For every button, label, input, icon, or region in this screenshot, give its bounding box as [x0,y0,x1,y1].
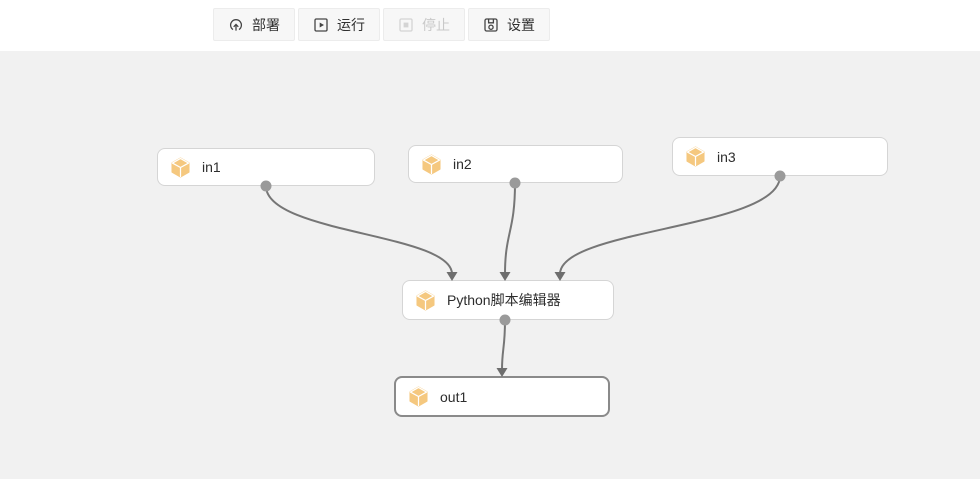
node-in2[interactable]: in2 [408,145,623,183]
stop-square-icon [398,17,414,33]
toolbar-button-group: 部署 运行 停止 [213,8,550,41]
stop-button-label: 停止 [422,16,450,33]
deploy-button[interactable]: 部署 [213,8,295,41]
run-button-label: 运行 [337,16,365,33]
package-cube-icon [422,154,441,175]
package-cube-icon [409,386,428,407]
node-out1[interactable]: out1 [394,376,610,417]
node-label: out1 [440,388,468,405]
settings-button-label: 设置 [507,16,535,33]
toolbar: 部署 运行 停止 [0,0,980,51]
node-label: in3 [717,148,736,165]
node-python-script-editor[interactable]: Python脚本编辑器 [402,280,614,320]
package-cube-icon [416,290,435,311]
node-label: in1 [202,159,221,175]
cloud-upload-icon [228,17,244,33]
node-in1[interactable]: in1 [157,148,375,186]
node-label: Python脚本编辑器 [447,292,561,308]
settings-button[interactable]: 设置 [468,8,550,41]
node-label: in2 [453,156,472,172]
package-cube-icon [171,157,190,178]
package-cube-icon [686,146,705,167]
play-square-icon [313,17,329,33]
run-button[interactable]: 运行 [298,8,380,41]
save-icon [483,17,499,33]
stop-button[interactable]: 停止 [383,8,465,41]
node-in3[interactable]: in3 [672,137,888,176]
deploy-button-label: 部署 [252,16,280,33]
